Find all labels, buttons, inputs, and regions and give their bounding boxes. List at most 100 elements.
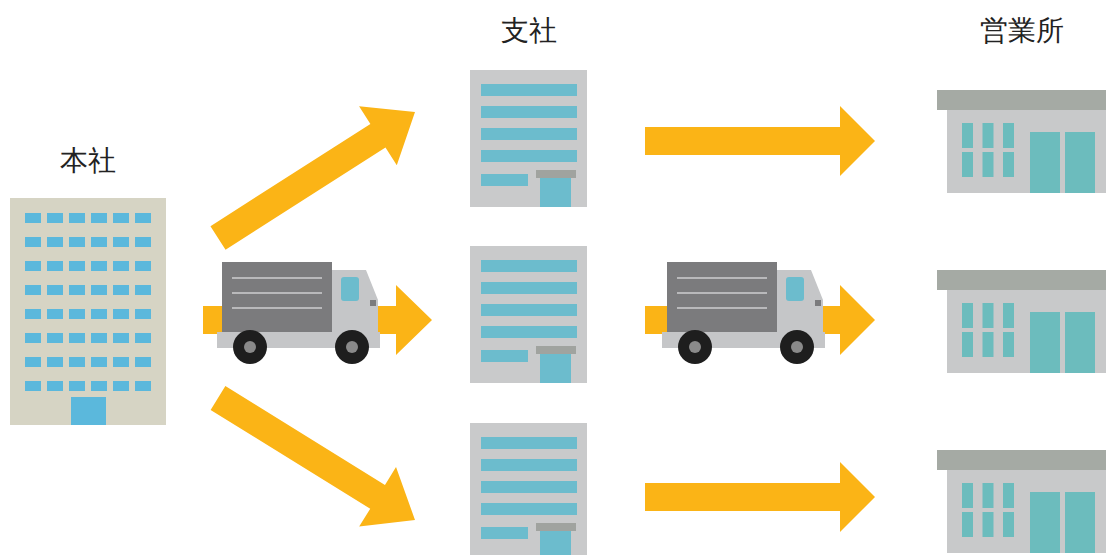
flow-arrow: [211, 386, 415, 526]
window: [135, 213, 151, 223]
window: [983, 152, 994, 177]
window: [25, 309, 41, 319]
window: [983, 483, 994, 508]
cargo-line: [677, 292, 767, 294]
entrance-awning: [536, 170, 576, 178]
building-body: [470, 423, 587, 555]
building-body: [10, 198, 166, 425]
window: [91, 381, 107, 391]
window: [983, 303, 994, 328]
window: [962, 512, 973, 537]
headquarters-building: 本社: [10, 198, 166, 425]
window: [962, 483, 973, 508]
window: [113, 213, 129, 223]
window: [983, 332, 994, 357]
truck: [217, 262, 380, 364]
building-label: 支社: [501, 14, 557, 48]
window: [47, 309, 63, 319]
window-stripe: [481, 350, 528, 362]
window: [91, 285, 107, 295]
window: [69, 237, 85, 247]
window-stripe: [481, 459, 577, 471]
window-stripe: [481, 106, 577, 118]
truck-window: [341, 277, 359, 301]
window: [1003, 512, 1014, 537]
window: [69, 261, 85, 271]
window: [135, 261, 151, 271]
window: [25, 261, 41, 271]
window: [69, 309, 85, 319]
building-body: [947, 110, 1106, 193]
cargo-line: [232, 277, 322, 279]
window: [69, 213, 85, 223]
window: [69, 285, 85, 295]
window-stripe: [481, 84, 577, 96]
cargo-line: [677, 307, 767, 309]
office-building: 営業所: [937, 90, 1106, 193]
window: [47, 237, 63, 247]
truck-chassis: [662, 332, 825, 348]
roof: [937, 270, 1106, 290]
window: [25, 237, 41, 247]
branch-building-shape: [470, 423, 587, 555]
branch-building-shape: [470, 70, 587, 207]
door: [540, 531, 571, 555]
door: [1030, 492, 1060, 553]
building-body: [470, 70, 587, 207]
window: [135, 381, 151, 391]
window: [135, 357, 151, 367]
truck-wheel: [780, 330, 814, 364]
window: [1003, 303, 1014, 328]
truck-mirror: [815, 300, 821, 306]
cargo-line: [232, 292, 322, 294]
truck-wheel: [233, 330, 267, 364]
truck-mirror: [370, 300, 376, 306]
window: [25, 213, 41, 223]
window: [113, 381, 129, 391]
entrance-awning: [536, 523, 576, 531]
window: [983, 512, 994, 537]
truck-cargo: [667, 262, 777, 334]
window: [113, 357, 129, 367]
window: [1003, 123, 1014, 148]
window: [113, 261, 129, 271]
window: [1003, 332, 1014, 357]
flow-arrow: [210, 106, 415, 250]
flow-arrow: [203, 285, 432, 355]
truck-cab: [332, 270, 378, 338]
truck-chassis: [217, 332, 380, 348]
wheel-hub: [346, 341, 358, 353]
window-stripe: [481, 481, 577, 493]
cargo-line: [232, 307, 322, 309]
window: [113, 285, 129, 295]
window: [69, 333, 85, 343]
window: [47, 357, 63, 367]
building-label: 営業所: [980, 14, 1064, 48]
window: [47, 285, 63, 295]
office-building-shape: [937, 270, 1106, 373]
window-stripe: [481, 282, 577, 294]
headquarters-building-shape: [10, 198, 166, 425]
window: [91, 261, 107, 271]
window: [25, 381, 41, 391]
flow-arrow: [645, 106, 875, 176]
window: [962, 152, 973, 177]
branch-building: 支社: [470, 70, 587, 207]
branch-building-shape: [470, 246, 587, 383]
branch-building: [470, 423, 587, 555]
window: [25, 285, 41, 295]
building-body: [947, 290, 1106, 373]
truck-window: [786, 277, 804, 301]
office-building-shape: [937, 450, 1106, 553]
door: [71, 397, 106, 425]
window-stripe: [481, 304, 577, 316]
building-label: 本社: [60, 144, 116, 178]
door: [1065, 312, 1095, 373]
window: [113, 333, 129, 343]
window: [47, 261, 63, 271]
window: [135, 333, 151, 343]
window: [69, 357, 85, 367]
window: [91, 333, 107, 343]
wheel-hub: [244, 341, 256, 353]
